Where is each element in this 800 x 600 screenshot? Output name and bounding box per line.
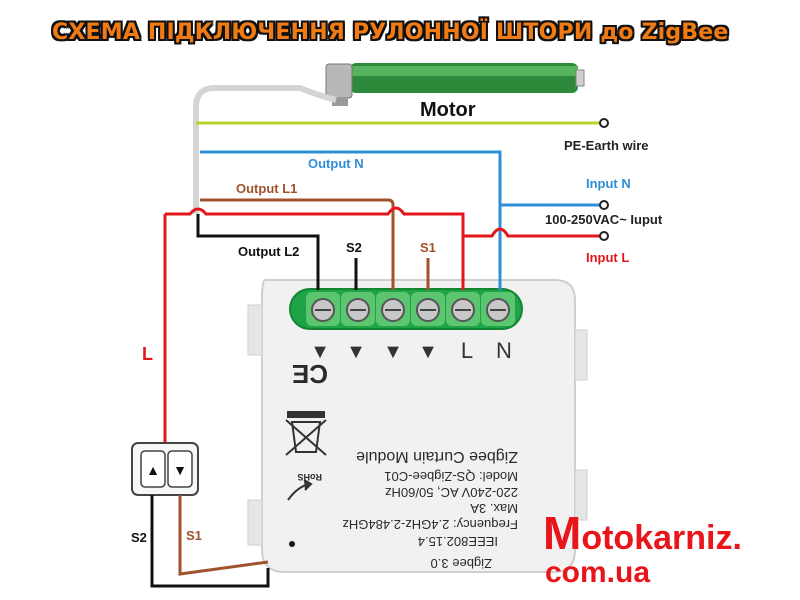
input-l-terminal [599, 231, 609, 241]
terminal-mark: N [496, 338, 512, 363]
rohs-mark: RoHS [298, 472, 323, 482]
status-led [289, 541, 295, 547]
input-n-terminal [599, 200, 609, 210]
spec-line: Frequency: 2.4GHz-2.484GHz [342, 517, 518, 532]
wall-switch: ▲ ▼ [131, 442, 199, 496]
input-n-label: Input N [586, 176, 631, 191]
spec-line: Model: QS-Zigbee-C01 [384, 469, 518, 484]
recycle-arrow-icon [287, 479, 313, 501]
pe-earth-label: PE-Earth wire [564, 138, 649, 153]
supply-label: 100-250VAC~ Iuput [545, 212, 663, 227]
output-l1-wire [200, 198, 395, 290]
terminal-screw [481, 292, 515, 326]
curtain-module [247, 279, 588, 573]
spec-line: Zigbee 3.0 [431, 556, 492, 571]
spec-line: Max. 3A [470, 501, 518, 516]
s1-bottom-label: S1 [186, 528, 202, 543]
terminal-mark: ▼ [346, 341, 366, 363]
terminal-screw [376, 292, 410, 326]
s2-top-label: S2 [346, 240, 362, 255]
spec-line: 220-240V AC, 50/60Hz [385, 485, 518, 500]
brand-initial: M [543, 507, 582, 559]
terminal-mark: ▼ [418, 341, 438, 363]
live-wire [165, 206, 604, 290]
terminal-markings: ▼ ▼ ▼ ▼ L N [310, 338, 512, 363]
output-n-label: Output N [308, 156, 364, 171]
terminal-screw [306, 292, 340, 326]
s2-wire-bottom [150, 495, 270, 588]
ce-mark: CE [292, 359, 328, 389]
input-l-label: Input L [586, 250, 629, 265]
weee-bin-icon [285, 411, 327, 456]
s1-top-label: S1 [420, 240, 436, 255]
motor-label: Motor [420, 99, 476, 121]
earth-terminal [599, 118, 609, 128]
terminal-mark: ▼ [310, 341, 330, 363]
s1-wire-bottom [178, 495, 269, 576]
output-l2-wire [196, 214, 320, 290]
neutral-wire [200, 150, 604, 290]
brand-name: Motokarniz. [543, 506, 742, 560]
s2-bottom-label: S2 [131, 530, 147, 545]
brand-domain: com.ua [545, 556, 651, 589]
motor [193, 63, 585, 214]
terminal-screw [446, 292, 480, 326]
module-name: Zigbee Curtain Module [356, 448, 518, 465]
l-label: L [142, 344, 153, 364]
switch-down-arrow-icon: ▼ [173, 462, 187, 478]
terminal-screw [411, 292, 445, 326]
terminal-screw [341, 292, 375, 326]
spec-line: IEEE802.15.4 [418, 534, 498, 549]
module-printing: Zigbee 3.0 IEEE802.15.4 Frequency: 2.4GH… [292, 359, 518, 571]
terminal-mark: ▼ [383, 341, 403, 363]
output-l2-label: Output L2 [238, 244, 299, 259]
terminal-mark: L [461, 338, 473, 363]
brand-rest: otokarniz. [581, 519, 742, 557]
switch-up-arrow-icon: ▲ [146, 462, 160, 478]
output-l1-label: Output L1 [236, 181, 297, 196]
terminal-block [289, 288, 523, 330]
page-title: СХЕМА ПІДКЛЮЧЕННЯ РУЛОННОЇ ШТОРИ до ZigB… [52, 20, 729, 45]
